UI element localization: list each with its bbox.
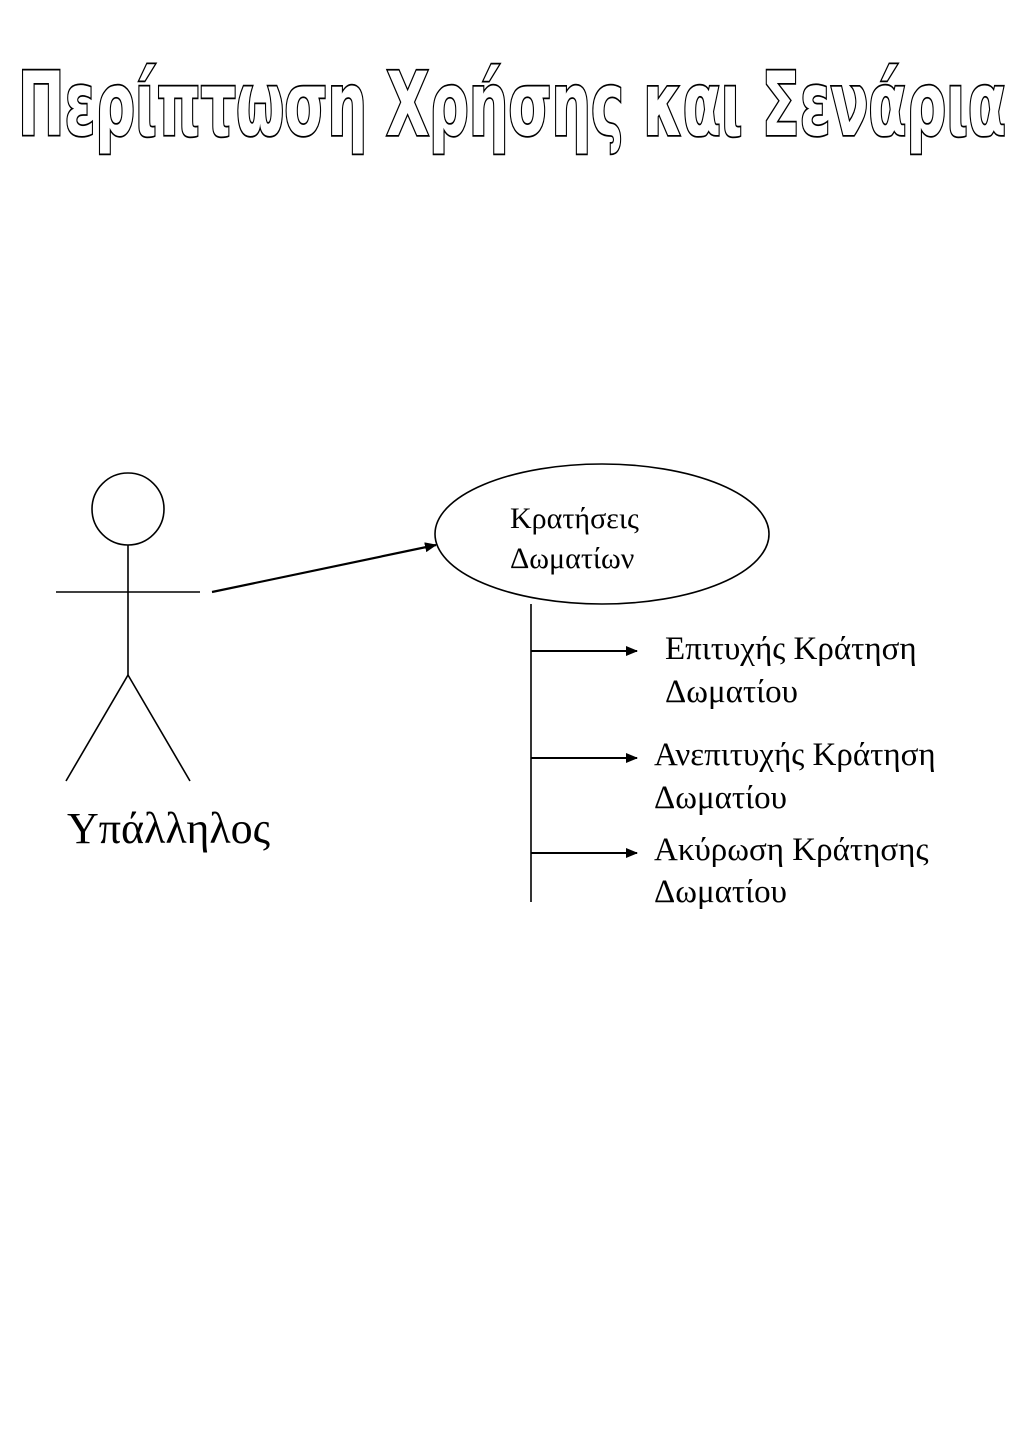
association-arrow [211, 542, 437, 594]
scenario-cancellation: Ακύρωση Κράτησης Δωματίου [531, 832, 929, 910]
use-case-label-line1: Κρατήσεις [510, 502, 639, 535]
actor-left-leg [65, 674, 129, 782]
page-title-container: Περίπτωση Χρήσης και Σενάρια [0, 40, 1024, 170]
scenario-cancellation-label-line1: Ακύρωση Κράτησης [654, 832, 929, 868]
scenario-failure: Ανεπιτυχής Κράτηση Δωματίου [531, 737, 936, 816]
scenario-success-label-line2: Δωματίου [665, 674, 798, 710]
scenario-failure-label-line1: Ανεπιτυχής Κράτηση [654, 737, 936, 773]
page-title-svg: Περίπτωση Χρήσης και Σενάρια [16, 51, 1008, 158]
page-title: Περίπτωση Χρήσης και Σενάρια [18, 53, 1006, 156]
actor-stick-figure [56, 472, 200, 782]
use-case-ellipse [434, 463, 770, 605]
scenario-cancellation-label-line2: Δωματίου [654, 874, 787, 910]
actor-right-leg [127, 674, 191, 782]
actor-label: Υπάλληλος [67, 804, 270, 853]
actor-head [91, 472, 165, 546]
scenario-success: Επιτυχής Κράτηση Δωματίου [531, 631, 917, 710]
scenario-failure-label-line2: Δωματίου [654, 780, 787, 816]
use-case-label-line2: Δωματίων [510, 542, 634, 575]
scenario-success-label-line1: Επιτυχής Κράτηση [665, 631, 917, 667]
